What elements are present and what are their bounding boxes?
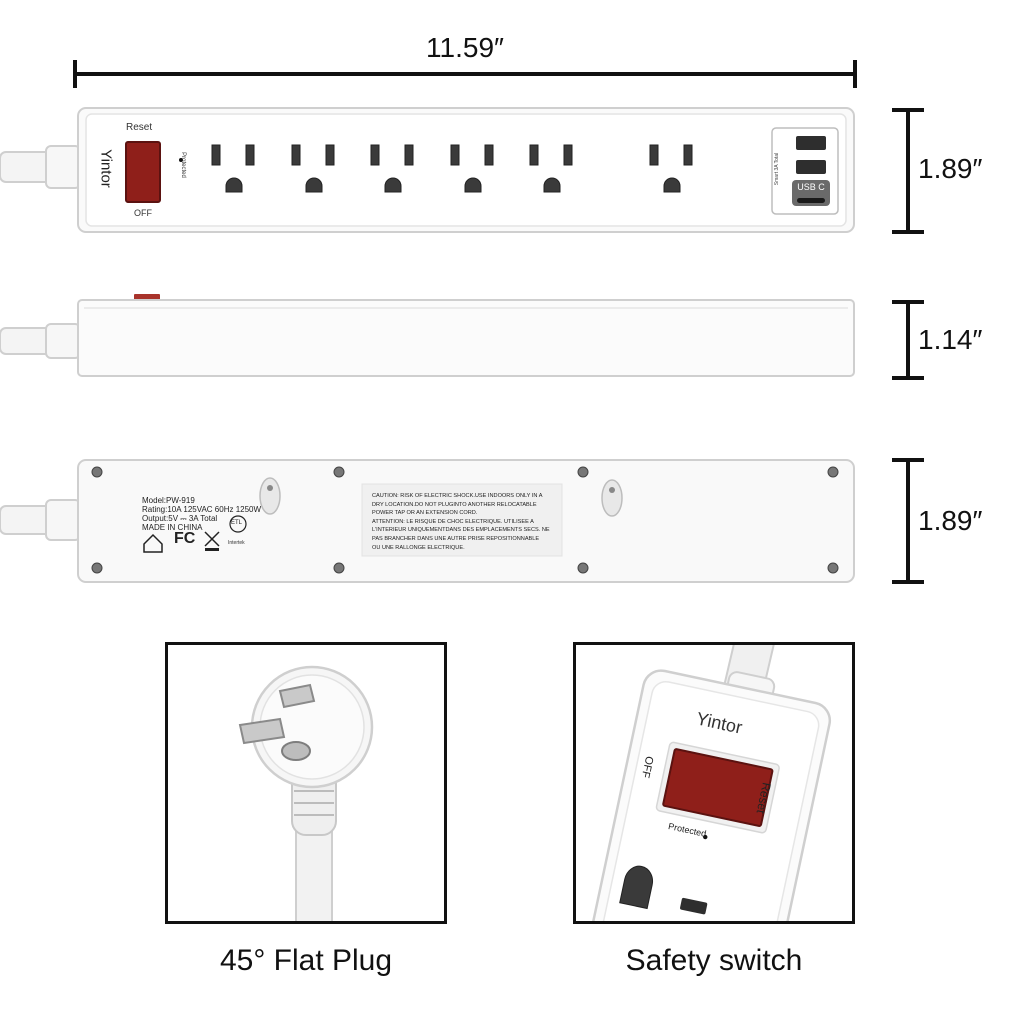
length-dimension-line	[73, 60, 857, 88]
bottom-view-drawing	[0, 459, 855, 583]
top-view: Reset OFF Yintor Protected Smart 3A Tota…	[0, 100, 870, 240]
length-dimension: 11.59″	[70, 30, 860, 90]
side-depth-dimension: 1.14″	[890, 300, 1020, 380]
bottom-view: Model:PW-919 Rating:10A 125VAC 60Hz 1250…	[0, 456, 870, 586]
caution-text: CAUTION: RISK OF ELECTRIC SHOCK.USE INDO…	[372, 492, 562, 552]
top-height-line	[892, 108, 924, 234]
top-brand-logo: Yintor	[97, 149, 115, 188]
caution-line-1: CAUTION: RISK OF ELECTRIC SHOCK.USE INDO…	[372, 493, 543, 499]
spec-line-3: Output:5V ⎓ 3A Total	[142, 514, 218, 523]
caution-line-6: PAS BRANCHER DANS UNE AUTRE PRISE REPOSI…	[372, 535, 540, 542]
spec-line-1: Model:PW-919	[142, 496, 195, 505]
caution-line-5: L'INTERIEUR UNIQUEMENTDANS DES EMPLACEME…	[372, 527, 550, 534]
etl-note: Intertek	[228, 540, 245, 546]
caution-line-3: POWER TAP OR AN EXTENSION CORD.	[372, 510, 478, 517]
switch-closeup-panel: Yintor OFF Reset Protected	[573, 642, 855, 924]
plug-caption: 45° Flat Plug	[219, 944, 393, 977]
flat-plug-illustration	[238, 665, 374, 921]
top-height-dimension: 1.89″	[890, 108, 1020, 234]
length-label: 11.59″	[426, 32, 504, 63]
bottom-height-label: 1.89″	[918, 505, 983, 536]
usb-note-label: Smart 3A Total	[774, 152, 780, 186]
caution-line-4: ATTENTION: LE RISQUE DE CHOC ELECTRIQUE.…	[372, 518, 534, 525]
caution-line-2: DRY LOCATION.DO NOT PLUGINTO ANOTHER REL…	[372, 501, 537, 508]
spec-line-4: MADE IN CHINA	[142, 523, 203, 532]
plug-closeup-panel	[165, 642, 447, 924]
top-view-drawing	[0, 107, 855, 233]
side-depth-line	[892, 300, 924, 380]
side-view-drawing	[0, 294, 855, 377]
side-depth-label: 1.14″	[918, 324, 983, 355]
top-off-label: OFF	[134, 208, 152, 218]
caution-line-7: OU UNE RALLONGE ELECTRIQUE.	[372, 544, 465, 551]
spec-line-2: Rating:10A 125VAC 60Hz 1250W	[142, 505, 262, 514]
etl-mark: ETL	[231, 520, 243, 526]
switch-caption: Safety switch	[625, 944, 803, 977]
bottom-height-dimension: 1.89″	[890, 458, 1020, 584]
side-view	[0, 290, 870, 385]
bottom-height-line	[892, 458, 924, 584]
top-reset-label: Reset	[126, 122, 153, 133]
usb-c-label: USB C	[797, 182, 825, 192]
top-height-label: 1.89″	[918, 153, 983, 184]
fc-mark: FC	[174, 530, 196, 547]
safety-switch-illustration	[587, 645, 832, 921]
top-protected-label: Protected	[180, 152, 186, 178]
